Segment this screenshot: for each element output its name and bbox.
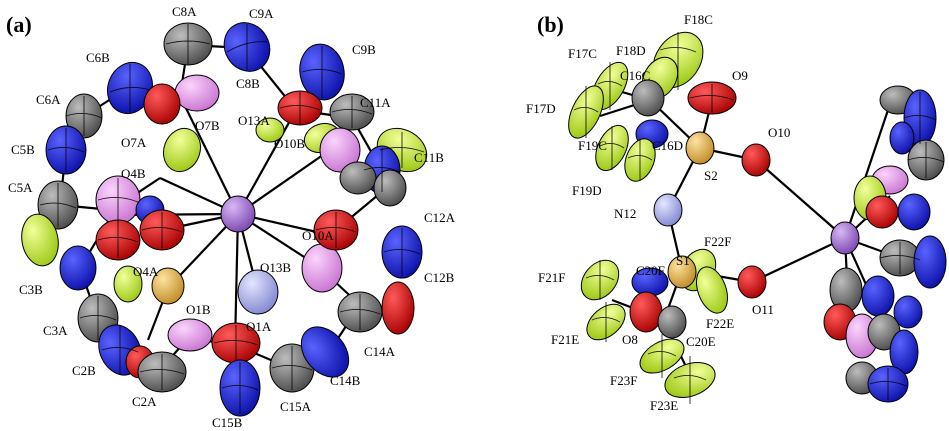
panel-b: (b) F18C F17C F18D C16C O9 F17D O10 C16D… — [526, 12, 947, 413]
panel-b-atom-labels: F18C F17C F18D C16C O9 F17D O10 C16D F19… — [526, 12, 790, 413]
atom-c16c — [631, 79, 665, 117]
atom-o10 — [741, 143, 771, 177]
atom-b-right-12 — [861, 275, 895, 317]
atom-metal-b — [830, 221, 860, 255]
label-o4a: O4A — [133, 264, 159, 279]
label-f22f: F22F — [704, 234, 731, 249]
label-c16d: C16D — [652, 138, 683, 153]
label-o7b: O7B — [195, 118, 220, 133]
label-o10b: O10B — [274, 136, 305, 151]
label-o10: O10 — [768, 125, 790, 140]
label-c15b: C15B — [212, 415, 243, 430]
label-o4b: O4B — [121, 166, 146, 181]
panel-b-ellipsoid-axes — [573, 32, 945, 404]
label-s2: S2 — [704, 168, 718, 183]
label-c9a: C9A — [249, 6, 274, 21]
atom-c14b — [300, 326, 350, 378]
label-s1: S1 — [676, 253, 690, 268]
atom-b-right-7 — [865, 195, 899, 229]
atom-pink-a1 — [319, 127, 361, 173]
panel-a-atom-labels: C8A C9A C6B C9B C8B O7B O13A C11A C6A O7… — [8, 4, 456, 430]
atom-o7b — [143, 83, 181, 125]
atom-green-a4 — [113, 265, 143, 303]
label-c3a: C3A — [43, 323, 68, 338]
label-f19d: F19D — [572, 183, 602, 198]
label-o10a: O10A — [302, 228, 334, 243]
atom-o10b — [339, 161, 377, 195]
panel-b-label: (b) — [537, 12, 564, 37]
label-c11b: C11B — [414, 150, 444, 165]
atom-o7a — [162, 127, 202, 173]
label-c15a: C15A — [280, 399, 312, 414]
label-o11: O11 — [752, 302, 774, 317]
atom-c8b — [174, 74, 220, 112]
atom-pink-a2 — [301, 243, 343, 293]
label-c14b: C14B — [330, 373, 361, 388]
atom-c20e — [657, 305, 687, 339]
label-c5a: C5A — [8, 180, 33, 195]
label-f21f: F21F — [538, 270, 565, 285]
label-o13b: O13B — [260, 260, 291, 275]
label-c6a: C6A — [36, 92, 61, 107]
label-o9: O9 — [732, 68, 748, 83]
label-o13a: O13A — [238, 113, 270, 128]
label-c8a: C8A — [172, 4, 197, 19]
atom-c3b — [59, 245, 97, 291]
panel-a-label: (a) — [6, 12, 32, 37]
label-c2b: C2B — [72, 363, 96, 378]
label-c2a: C2A — [132, 394, 157, 409]
label-c12b: C12B — [424, 270, 455, 285]
label-o1b: O1B — [186, 302, 211, 317]
label-f23f: F23F — [610, 373, 637, 388]
label-c5b: C5B — [11, 142, 35, 157]
label-c3b: C3B — [19, 282, 43, 297]
label-f18d: F18D — [616, 43, 646, 58]
panel-a: (a) C8A C9A C6B C9B C8B O7B O13A C11A C6… — [6, 4, 456, 430]
atom-o11 — [737, 265, 767, 299]
atom-s1 — [667, 255, 697, 289]
label-f22e: F22E — [706, 316, 734, 331]
label-c8b: C8B — [236, 76, 260, 91]
label-o7a: O7A — [121, 135, 147, 150]
panel-a-ellipsoid-axes — [39, 24, 425, 414]
atom-b-right-13 — [893, 295, 923, 329]
label-c9b: C9B — [352, 42, 376, 57]
atom-n12 — [653, 193, 683, 227]
atom-o4a — [151, 267, 185, 305]
label-n12: N12 — [614, 206, 636, 221]
atom-f22e — [695, 266, 729, 314]
label-c20e: C20E — [686, 334, 716, 349]
atom-o8 — [629, 291, 663, 333]
atom-o13b — [237, 269, 279, 315]
label-f17d: F17D — [526, 101, 556, 116]
atom-c12a — [373, 169, 407, 207]
atom-metal-a — [220, 195, 256, 233]
label-c12a: C12A — [424, 210, 456, 225]
atom-b-right-3 — [889, 121, 915, 155]
atom-b-right-10 — [913, 235, 947, 289]
atom-b-right-8 — [897, 193, 931, 231]
label-o1a: O1A — [246, 319, 272, 334]
label-o8: O8 — [622, 332, 638, 347]
atom-o1b — [167, 318, 213, 352]
atom-s2 — [685, 131, 715, 165]
label-c14a: C14A — [364, 344, 396, 359]
label-f17c: F17C — [568, 46, 597, 61]
label-f21e: F21E — [551, 332, 579, 347]
atom-o13a-green — [255, 117, 285, 143]
label-f19c: F19C — [578, 138, 607, 153]
label-c16c: C16C — [620, 68, 650, 83]
label-c6b: C6B — [86, 50, 110, 65]
label-f23e: F23E — [650, 398, 678, 413]
label-c20f: C20F — [636, 263, 665, 278]
label-f18c: F18C — [684, 12, 713, 27]
atom-f-green-a2 — [21, 213, 59, 267]
label-c11a: C11A — [360, 95, 391, 110]
atom-red-a5 — [381, 281, 415, 335]
